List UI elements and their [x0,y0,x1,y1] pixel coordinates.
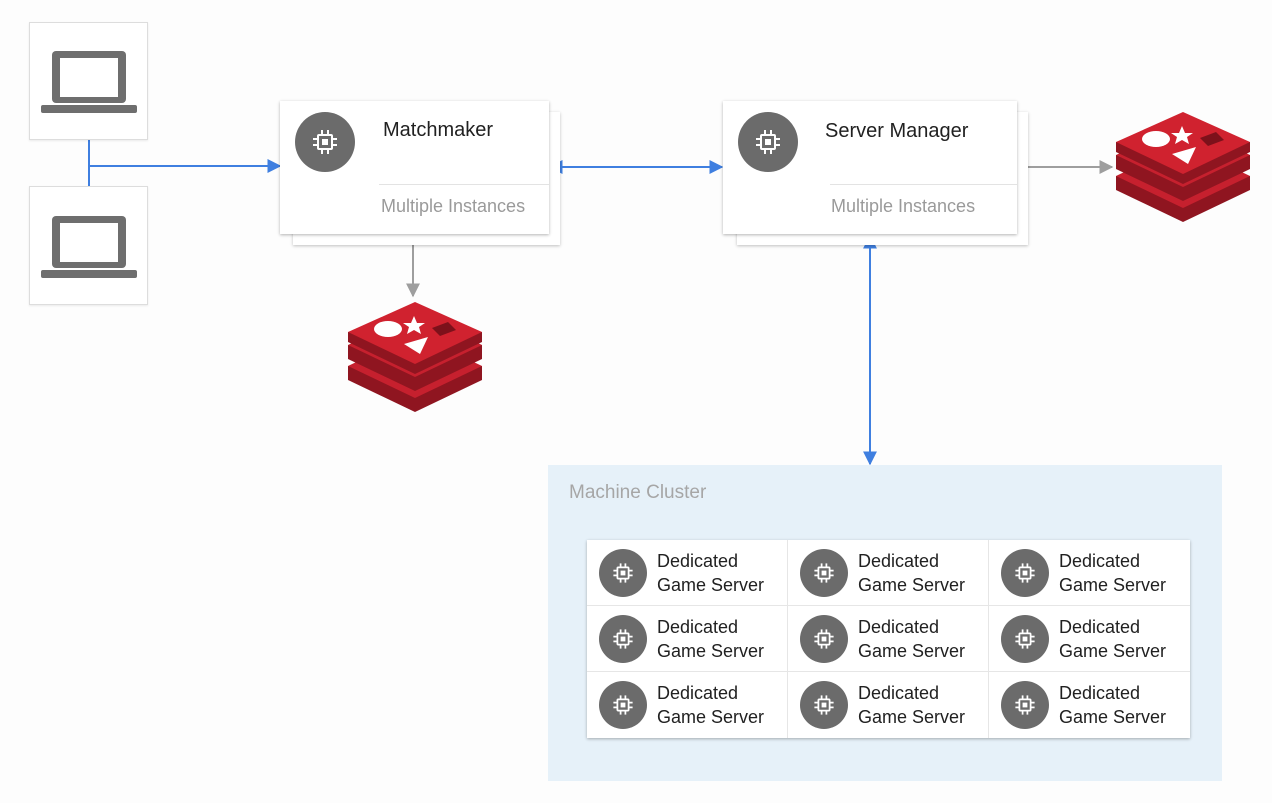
label-line-2: Game Server [1059,574,1167,595]
game-server-cell: Dedicated Game Server [989,540,1190,606]
label-line-1: Dedicated [657,550,739,571]
cpu-chip-icon [1001,548,1049,597]
label-line-1: Dedicated [657,683,739,703]
cpu-chip-icon [800,681,848,729]
label-line-2: Game Server [1059,640,1167,661]
label-line-1: Dedicated [1059,550,1141,571]
matchmaker-card: Matchmaker Multiple Instances [280,101,549,234]
server-manager-subtitle: Multiple Instances [831,196,976,216]
label-line-2: Game Server [1059,707,1167,727]
label-line-1: Dedicated [858,683,940,703]
game-server-grid: Dedicated Game Server Dedicated Game Ser… [587,540,1190,738]
label-line-1: Dedicated [858,616,940,637]
cpu-chip-icon [738,112,798,172]
game-server-cell: Dedicated Game Server [788,672,989,738]
game-server-label: Dedicated Game Server [1059,615,1166,663]
label-line-2: Game Server [858,640,966,661]
label-line-2: Game Server [657,640,765,661]
divider [830,184,1017,185]
server-manager-title: Server Manager [825,120,969,142]
game-server-label: Dedicated Game Server [858,549,965,597]
cpu-chip-icon [599,681,647,729]
game-server-label: Dedicated Game Server [858,681,965,729]
clients-to-matchmaker-connector [88,140,280,186]
label-line-1: Dedicated [1059,683,1141,703]
game-server-label: Dedicated Game Server [657,681,764,729]
label-line-2: Game Server [657,707,765,727]
label-line-1: Dedicated [1059,616,1141,637]
cpu-chip-icon [800,548,848,597]
game-server-label: Dedicated Game Server [657,549,764,597]
label-line-1: Dedicated [858,550,940,571]
client-laptop-2 [29,186,148,305]
redis-icon [348,302,482,412]
game-server-cell: Dedicated Game Server [788,540,989,606]
matchmaker-title: Matchmaker [383,119,494,141]
game-server-label: Dedicated Game Server [858,615,965,663]
cpu-chip-icon [1001,681,1049,729]
cpu-chip-icon [599,548,647,597]
game-server-cell: Dedicated Game Server [587,672,788,738]
label-line-1: Dedicated [657,616,739,637]
laptop-icon [40,51,137,113]
label-line-2: Game Server [858,574,966,595]
game-server-cell: Dedicated Game Server [989,672,1190,738]
divider [379,184,549,185]
laptop-icon [40,215,137,278]
game-server-label: Dedicated Game Server [1059,681,1166,729]
game-server-label: Dedicated Game Server [1059,549,1166,597]
cpu-chip-icon [295,112,355,172]
cluster-label: Machine Cluster [569,482,707,503]
client-laptop-1 [29,22,148,140]
machine-cluster: Machine Cluster Dedicated Game Server De… [548,465,1222,781]
label-line-2: Game Server [858,707,966,727]
cpu-chip-icon [800,614,848,663]
game-server-cell: Dedicated Game Server [587,606,788,672]
server-manager-card: Server Manager Multiple Instances [723,101,1017,234]
game-server-cell: Dedicated Game Server [989,606,1190,672]
matchmaker-subtitle: Multiple Instances [381,196,526,216]
redis-icon [1116,112,1250,222]
game-server-cell: Dedicated Game Server [788,606,989,672]
label-line-2: Game Server [657,574,765,595]
cpu-chip-icon [599,614,647,663]
game-server-cell: Dedicated Game Server [587,540,788,606]
cpu-chip-icon [1001,614,1049,663]
game-server-label: Dedicated Game Server [657,615,764,663]
